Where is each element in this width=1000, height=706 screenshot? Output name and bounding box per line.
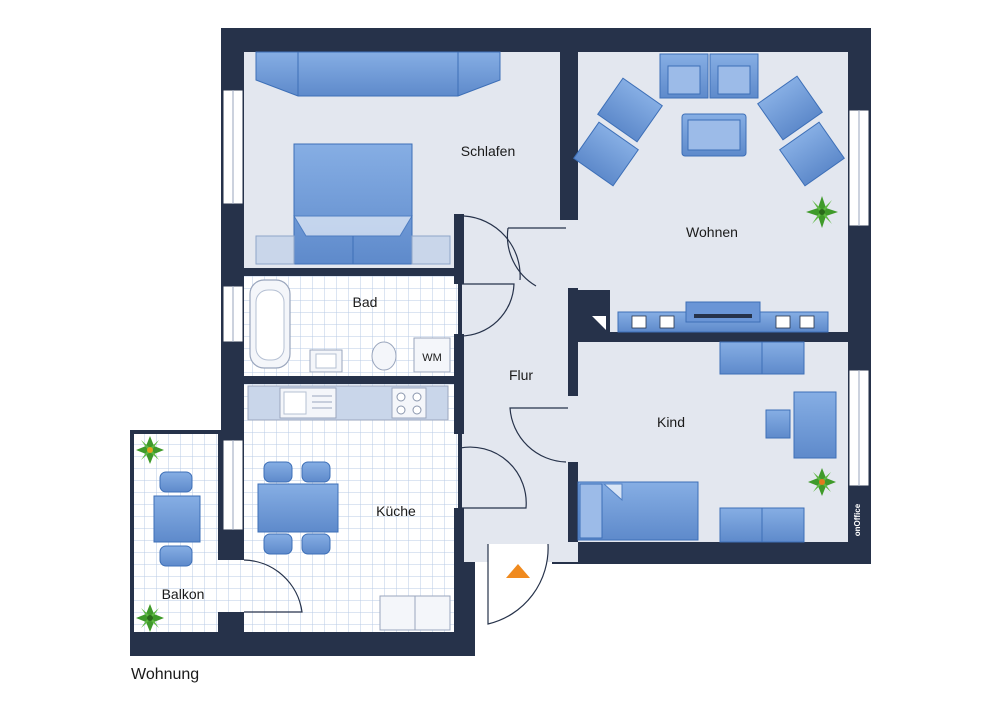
plant-icon <box>808 468 836 496</box>
room-label-wohnen: Wohnen <box>686 224 738 240</box>
door-bad <box>459 283 515 337</box>
bedroom-furniture <box>255 51 501 265</box>
entrance-arrow-icon <box>506 564 530 578</box>
armchair <box>757 75 823 141</box>
bathroom-fixtures: WM <box>249 279 451 373</box>
dining-table <box>257 483 339 533</box>
door-wohnen <box>506 227 566 287</box>
room-label-flur: Flur <box>509 367 533 383</box>
nightstand <box>255 235 295 265</box>
plants <box>136 196 838 632</box>
armchair <box>597 77 663 143</box>
chair <box>263 533 293 555</box>
door-kueche <box>459 446 527 509</box>
windows <box>222 89 870 531</box>
chair <box>159 471 193 493</box>
door-schlafen <box>463 215 521 281</box>
room-label-schlafen: Schlafen <box>461 143 515 159</box>
toilet <box>371 341 397 371</box>
armchair <box>573 121 639 187</box>
kids-room-furniture <box>577 341 837 543</box>
watermark-logo: onOffice <box>853 503 862 536</box>
armchair <box>779 121 845 187</box>
washing-machine-label: WM <box>422 352 442 364</box>
room-label-kind: Kind <box>657 414 685 430</box>
door-entrance <box>487 543 549 625</box>
stove <box>391 387 427 419</box>
plant-icon <box>806 196 838 228</box>
washing-machine <box>413 337 451 373</box>
room-label-bad: Bad <box>353 294 378 310</box>
room-labels: Schlafen Wohnen Bad Flur Kind Küche Balk… <box>162 143 738 602</box>
desk <box>793 391 837 459</box>
nightstand <box>411 235 451 265</box>
living-room-furniture <box>573 53 845 333</box>
kitchen-furniture <box>247 385 451 631</box>
chair <box>263 461 293 483</box>
wardrobe <box>255 51 501 97</box>
balcony-table <box>153 495 201 543</box>
door-balkon <box>243 559 303 613</box>
chair <box>301 461 331 483</box>
tv <box>685 301 761 323</box>
doors <box>243 215 568 625</box>
chair <box>159 545 193 567</box>
balcony-furniture <box>153 471 201 567</box>
chair <box>301 533 331 555</box>
plant-icon <box>136 436 164 464</box>
caption: Wohnung <box>131 666 200 683</box>
door-kind <box>509 407 568 463</box>
plant-icon <box>136 604 164 632</box>
desk-chair <box>765 409 791 439</box>
room-label-kueche: Küche <box>376 503 416 519</box>
room-label-balkon: Balkon <box>162 586 205 602</box>
